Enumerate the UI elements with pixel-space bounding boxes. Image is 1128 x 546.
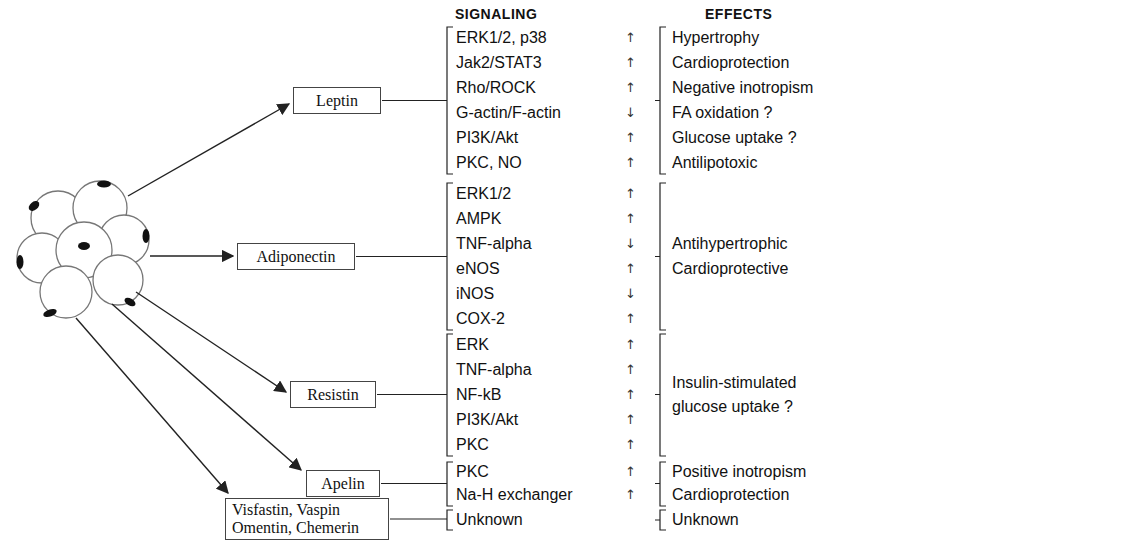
change-arrow: ↑: [625, 78, 636, 98]
nucleus: [143, 229, 150, 243]
effect-item: Unknown: [672, 510, 739, 530]
column-heading: EFFECTS: [705, 4, 772, 24]
hormone-name: Visfastin, Vaspin Omentin, Chemerin: [232, 501, 382, 537]
signaling-item: Unknown: [456, 510, 523, 530]
signaling-item: ERK1/2, p38: [456, 28, 547, 48]
hormone-name: Adiponectin: [256, 248, 335, 266]
signaling-item: PKC, NO: [456, 153, 522, 173]
hormone-box: Apelin: [306, 470, 380, 497]
signaling-item: PI3K/Akt: [456, 410, 518, 430]
nucleus: [97, 181, 111, 188]
change-arrow: ↑: [625, 410, 636, 430]
nucleus: [17, 255, 24, 269]
bracket: [381, 462, 453, 506]
fat-cell-cluster: [17, 181, 149, 318]
signaling-item: TNF-alpha: [456, 234, 532, 254]
change-arrow: ↑: [625, 435, 636, 455]
hormone-name: Apelin: [321, 475, 365, 493]
effect-item: Cardioprotection: [672, 485, 789, 505]
bracket: [655, 510, 666, 530]
signaling-item: PKC: [456, 462, 489, 482]
signaling-item: PI3K/Akt: [456, 128, 518, 148]
effect-item: Positive inotropism: [672, 462, 806, 482]
fat-cell: [40, 266, 92, 318]
signaling-item: Jak2/STAT3: [456, 53, 542, 73]
effect-item: Antilipotoxic: [672, 153, 757, 173]
secretion-arrows: [76, 104, 301, 493]
signaling-item: G-actin/F-actin: [456, 103, 561, 123]
nucleus: [123, 296, 137, 308]
change-arrow: ↑: [625, 128, 636, 148]
signaling-item: PKC: [456, 435, 489, 455]
effect-item: Hypertrophy: [672, 28, 759, 48]
change-arrow: ↑: [625, 153, 636, 173]
hormone-box: Resistin: [290, 381, 376, 408]
cell-nuclei: [17, 181, 150, 319]
nucleus: [78, 242, 90, 250]
bracket: [382, 27, 453, 174]
bracket: [655, 183, 666, 330]
signaling-item: NF-kB: [456, 385, 501, 405]
signaling-item: AMPK: [456, 209, 501, 229]
effect-item: Insulin-stimulated: [672, 373, 797, 393]
column-heading: SIGNALING: [455, 4, 537, 24]
secretion-arrow: [136, 292, 286, 392]
change-arrow: ↑: [625, 28, 636, 48]
secretion-arrow: [150, 255, 233, 256]
change-arrow: ↓: [625, 234, 636, 254]
change-arrow: ↑: [625, 259, 636, 279]
signaling-item: Rho/ROCK: [456, 78, 536, 98]
effect-item: Cardioprotection: [672, 53, 789, 73]
hormone-box: Leptin: [293, 87, 381, 114]
signaling-item: eNOS: [456, 259, 500, 279]
effects-brackets: [655, 27, 666, 530]
effect-item: glucose uptake ?: [672, 397, 793, 417]
bracket: [356, 183, 453, 330]
change-arrow: ↑: [625, 335, 636, 355]
change-arrow: ↑: [625, 53, 636, 73]
bracket: [377, 334, 453, 456]
change-arrow: ↑: [625, 385, 636, 405]
signaling-item: Na-H exchanger: [456, 485, 573, 505]
change-arrow: ↑: [625, 485, 636, 505]
change-arrow: ↑: [625, 209, 636, 229]
secretion-arrow: [76, 318, 228, 493]
nucleus: [27, 199, 41, 213]
signaling-item: ERK: [456, 335, 489, 355]
hormone-box: Visfastin, Vaspin Omentin, Chemerin: [225, 498, 389, 540]
change-arrow: ↑: [625, 184, 636, 204]
change-arrow: ↑: [625, 360, 636, 380]
secretion-arrow: [112, 304, 301, 470]
bracket: [390, 510, 453, 530]
signaling-item: COX-2: [456, 309, 505, 329]
effect-item: Negative inotropism: [672, 78, 813, 98]
bracket: [655, 27, 666, 174]
hormone-name: Leptin: [316, 92, 358, 110]
effect-item: Antihypertrophic: [672, 234, 788, 254]
hormone-box: Adiponectin: [237, 243, 355, 270]
signaling-item: ERK1/2: [456, 184, 511, 204]
bracket: [655, 334, 666, 456]
signaling-item: TNF-alpha: [456, 360, 532, 380]
change-arrow: ↓: [625, 284, 636, 304]
hormone-name: Resistin: [307, 386, 359, 404]
effect-item: Glucose uptake ?: [672, 128, 797, 148]
effect-item: FA oxidation ?: [672, 103, 773, 123]
fat-cell: [93, 255, 143, 305]
secretion-arrow: [128, 104, 289, 196]
signaling-item: iNOS: [456, 284, 494, 304]
change-arrow: ↓: [625, 103, 636, 123]
nucleus: [42, 307, 58, 318]
change-arrow: ↑: [625, 462, 636, 482]
change-arrow: ↑: [625, 309, 636, 329]
bracket: [655, 462, 666, 506]
effect-item: Cardioprotective: [672, 259, 789, 279]
